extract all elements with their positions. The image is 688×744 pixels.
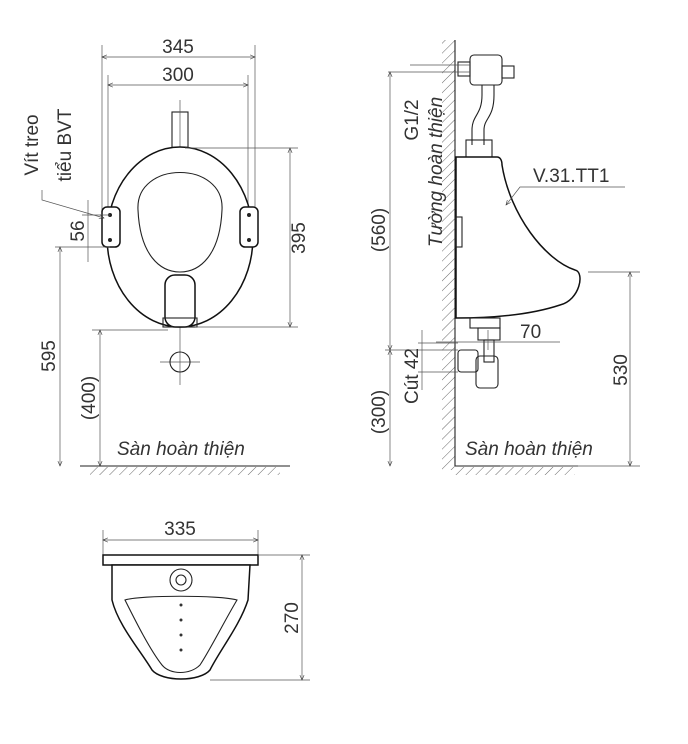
dim-400: (400) <box>79 376 100 420</box>
label-screw-line2: tiểu BVT <box>55 108 76 181</box>
flush-valve <box>469 54 503 86</box>
spud-connector <box>465 139 493 159</box>
dim-70: 70 <box>520 322 541 343</box>
screw-leader <box>41 190 104 218</box>
drain-outlet <box>169 351 191 373</box>
label-cut42: Cút 42 <box>402 348 423 404</box>
dim-300-side: (300) <box>369 390 390 434</box>
floor-hatch-side <box>455 467 575 475</box>
urinal-body-side <box>455 156 581 319</box>
bowl-opening <box>137 171 223 273</box>
dim-56: 56 <box>68 220 89 241</box>
bracket-right <box>239 206 259 248</box>
dim-335: 335 <box>164 519 196 540</box>
bracket-left <box>101 206 121 248</box>
dim-300: 300 <box>162 65 194 86</box>
label-g12: G1/2 <box>402 99 423 140</box>
inlet-top <box>169 568 193 592</box>
model-leader <box>506 186 625 205</box>
dim-560: (560) <box>369 208 390 252</box>
flush-pipe <box>471 85 495 145</box>
dim-270: 270 <box>282 602 303 634</box>
floor-hatch-front <box>90 467 280 475</box>
urinal-body-top <box>111 564 251 680</box>
trap <box>475 355 499 389</box>
dim-395: 395 <box>289 222 310 254</box>
wall-bracket-side <box>455 216 463 248</box>
dim-530: 530 <box>611 354 632 386</box>
label-wall: Tường hoàn thiện <box>426 97 447 247</box>
front-view: 345 300 395 56 595 (400) Vít treo tiểu B… <box>22 37 310 475</box>
wall-hatch <box>442 40 455 470</box>
outlet-front <box>164 274 196 328</box>
outlet-elbow <box>457 349 479 373</box>
label-floor-side: Sàn hoàn thiện <box>465 439 593 460</box>
bowl-outline-top <box>124 595 238 674</box>
top-view: 335 270 <box>102 519 310 680</box>
side-view: (560) (300) G1/2 Cút 42 Tường hoàn thiện… <box>369 40 640 475</box>
dim-595: 595 <box>39 340 60 372</box>
label-floor-front: Sàn hoàn thiện <box>117 439 245 460</box>
dim-345: 345 <box>162 37 194 58</box>
label-screw-line1: Vít treo <box>22 114 43 175</box>
label-model: V.31.TT1 <box>533 166 609 187</box>
top-plate <box>102 554 259 566</box>
